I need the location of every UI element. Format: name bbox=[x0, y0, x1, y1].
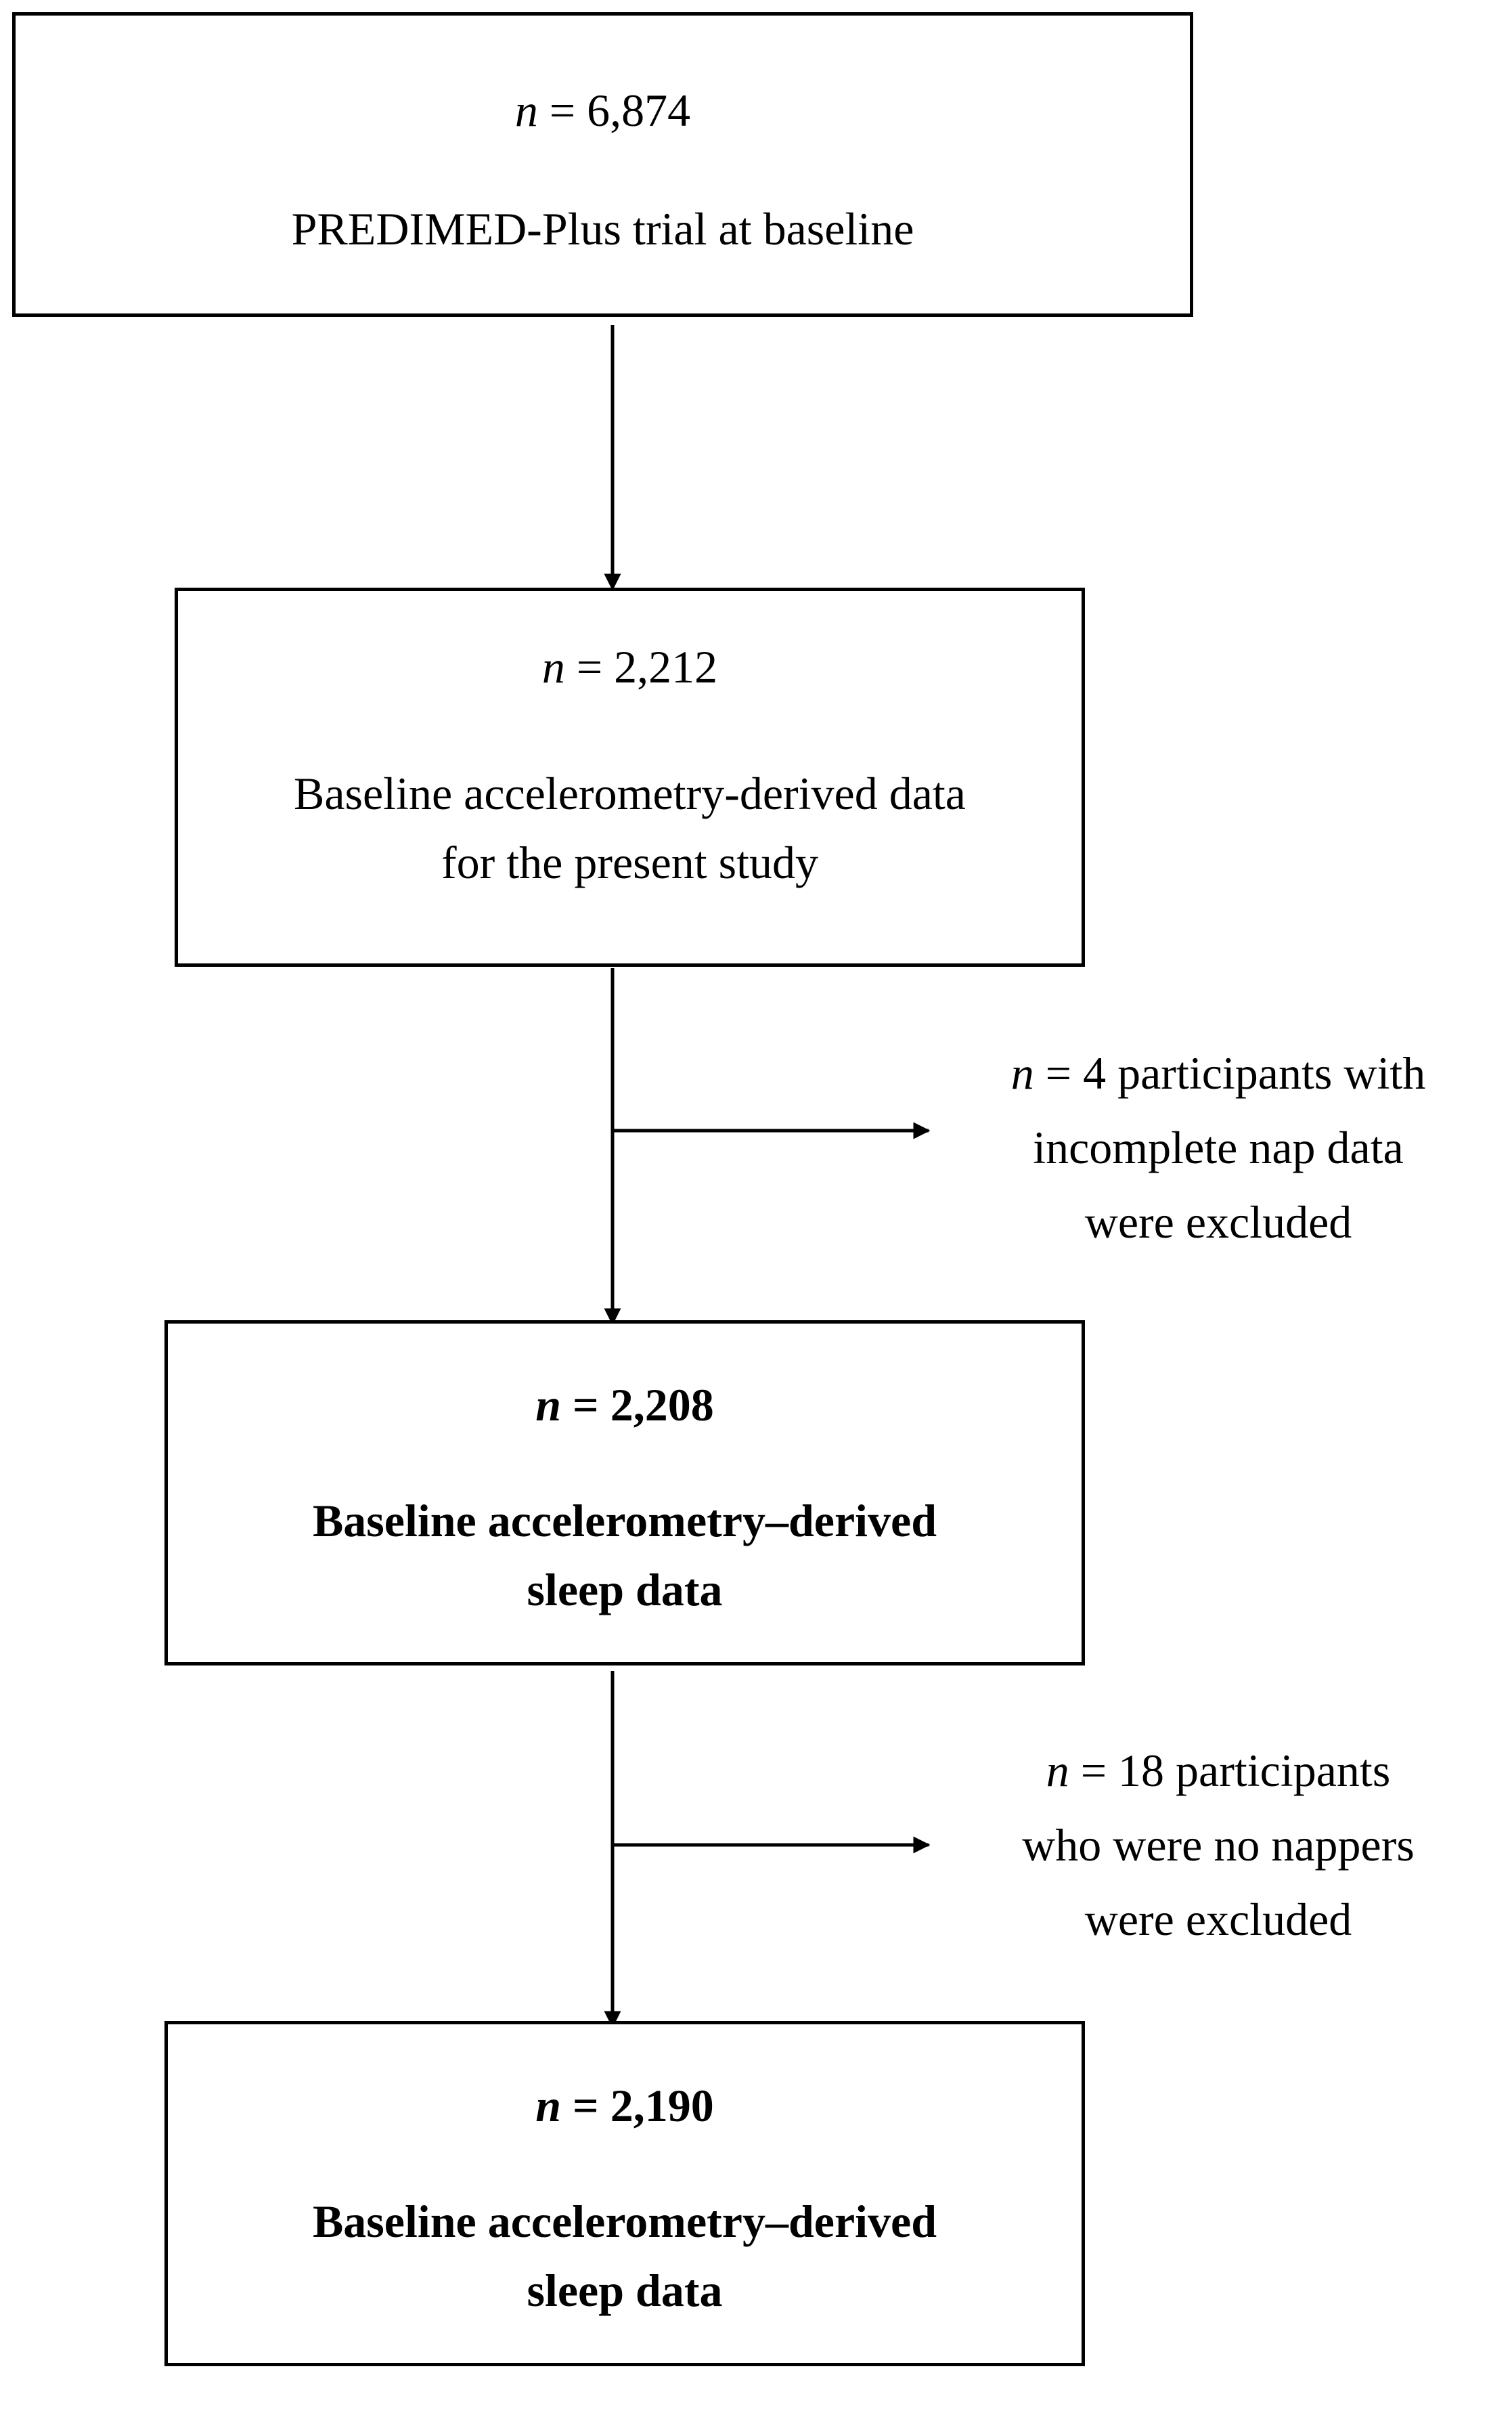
exclusion-line: who were no nappers bbox=[1022, 1819, 1415, 1871]
description-line: Baseline accelerometry–derived bbox=[312, 1495, 937, 1546]
count-label: n = 2,208 bbox=[168, 1378, 1082, 1432]
exclusion-line: n = 4 participants with bbox=[934, 1036, 1503, 1110]
description-line: sleep data bbox=[527, 2265, 723, 2316]
exclusion-text: = 18 participants bbox=[1080, 1745, 1391, 1796]
count-value: = 6,874 bbox=[549, 85, 691, 136]
count-value: = 2,208 bbox=[573, 1379, 714, 1431]
exclusion-line: n = 18 participants bbox=[934, 1733, 1503, 1808]
flow-box-sleep-data: n = 2,208 Baseline accelerometry–derived… bbox=[164, 1320, 1085, 1665]
description-line: PREDIMED-Plus trial at baseline bbox=[291, 203, 914, 255]
box-description: Baseline accelerometry–derived sleep dat… bbox=[168, 2187, 1082, 2325]
count-value: = 2,212 bbox=[576, 641, 718, 693]
exclusion-line: were excluded bbox=[1084, 1894, 1352, 1945]
count-symbol: n bbox=[514, 85, 538, 136]
description-line: sleep data bbox=[527, 1564, 723, 1615]
exclusion-text: = 4 participants with bbox=[1045, 1047, 1426, 1099]
description-line: for the present study bbox=[441, 837, 819, 888]
count-symbol: n bbox=[535, 1379, 562, 1431]
count-symbol: n bbox=[1010, 1047, 1034, 1099]
exclusion-note-no-nappers: n = 18 participants who were no nappers … bbox=[934, 1733, 1503, 1957]
count-value: = 2,190 bbox=[573, 2080, 714, 2131]
box-description: Baseline accelerometry-derived data for … bbox=[178, 759, 1082, 897]
count-label: n = 6,874 bbox=[16, 83, 1190, 137]
description-line: Baseline accelerometry–derived bbox=[312, 2196, 937, 2247]
flow-box-baseline-trial: n = 6,874 PREDIMED-Plus trial at baselin… bbox=[12, 12, 1193, 317]
count-symbol: n bbox=[1046, 1745, 1069, 1796]
count-symbol: n bbox=[541, 641, 565, 693]
count-symbol: n bbox=[535, 2080, 562, 2131]
exclusion-line: were excluded bbox=[1084, 1196, 1352, 1248]
flow-box-final-sample: n = 2,190 Baseline accelerometry–derived… bbox=[164, 2021, 1085, 2366]
count-label: n = 2,212 bbox=[178, 640, 1082, 694]
count-label: n = 2,190 bbox=[168, 2078, 1082, 2133]
flow-box-accelerometry-data: n = 2,212 Baseline accelerometry-derived… bbox=[175, 588, 1085, 967]
exclusion-line: incomplete nap data bbox=[1033, 1122, 1404, 1173]
exclusion-note-incomplete-nap: n = 4 participants with incomplete nap d… bbox=[934, 1036, 1503, 1259]
box-description: Baseline accelerometry–derived sleep dat… bbox=[168, 1486, 1082, 1624]
box-description: PREDIMED-Plus trial at baseline bbox=[16, 194, 1190, 263]
description-line: Baseline accelerometry-derived data bbox=[293, 768, 966, 819]
